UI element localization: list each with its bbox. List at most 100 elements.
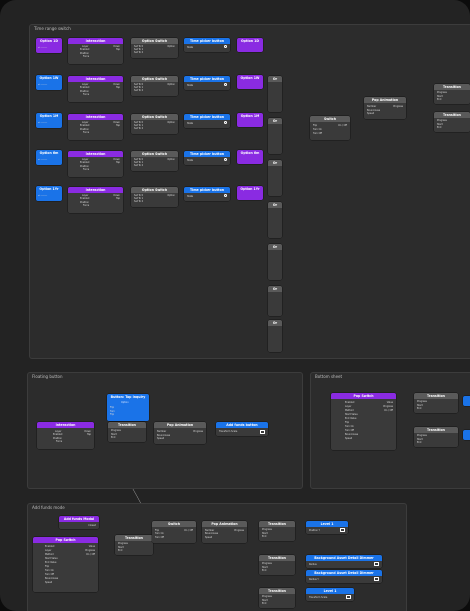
time-picker-button-node-2[interactable]: Time picker button State [184, 76, 230, 90]
input-label: Bounciness [367, 108, 381, 112]
or-node-7[interactable]: Or [268, 320, 282, 352]
or-node-1[interactable]: Or [268, 76, 282, 112]
layer-icon [224, 121, 227, 124]
output-label: Option [167, 158, 175, 161]
transition-node-2[interactable]: Transition Progress Start End [434, 112, 470, 132]
option-1w-node[interactable]: Option 1W ⇌ ───── [36, 75, 62, 90]
selected-1w-node[interactable]: Option 1W [237, 75, 263, 89]
button-tap-inquiry-node[interactable]: Button: Tap Inquiry Option Flip Turn Fli… [107, 394, 149, 421]
add-funds-button-node[interactable]: Add funds button Transform Scale [216, 422, 268, 436]
input-label: Force [56, 440, 63, 443]
background-dimmer-node-2[interactable]: Background Asset Detail Dimmer Radius Y [306, 570, 382, 583]
time-picker-button-node-3[interactable]: Time picker button State [184, 114, 230, 128]
node-title: Transition [115, 535, 153, 541]
or-node-6[interactable]: Or [268, 286, 282, 316]
bottom-sheet-transition-node-1[interactable]: Transition Progress Start End [414, 393, 458, 413]
option-1d-node[interactable]: Option 1D ⇌ ───── [36, 38, 62, 53]
input-label: Number [205, 528, 215, 532]
add-funds-switch-node[interactable]: Switch Flip Turn On Turn Off On / Off [152, 521, 196, 543]
floating-interaction-node[interactable]: Interaction Layer Enabled Position Force… [37, 422, 94, 449]
node-title: Option Switch [131, 151, 178, 157]
selected-1yr-node[interactable]: Option 1Yr [237, 186, 263, 200]
interaction-node-3[interactable]: Interaction Layer Enabled Position Force… [68, 114, 123, 140]
input-label: Set To 0 [134, 121, 144, 124]
add-funds-pop-animation-node[interactable]: Pop Animation Number Bounciness Speed Pr… [202, 521, 247, 543]
node-title: Option 1M [240, 114, 260, 118]
add-funds-transition-node-2[interactable]: Transition Progress Start End [259, 555, 295, 575]
layer-icon [224, 158, 227, 161]
input-label: Turn [110, 409, 115, 413]
input-label: Progress [111, 429, 121, 432]
selected-1d-node[interactable]: Option 1D [237, 38, 263, 52]
output-label: Tap [116, 161, 120, 164]
input-label: Method [45, 553, 54, 556]
selected-6m-node[interactable]: Option 6m [237, 150, 263, 164]
level-1-node[interactable]: Level 1 Position Y [306, 521, 348, 534]
interaction-target: ⇌ ───── [38, 83, 48, 86]
interaction-node-1[interactable]: Interaction Layer Enabled Position Force… [68, 38, 123, 64]
input-label: Set To 1 [134, 86, 144, 89]
output-label: Option [167, 194, 175, 197]
switch-node[interactable]: Switch Flip Turn On Turn Off On / Off [310, 116, 350, 140]
or-node-5[interactable]: Or [268, 244, 282, 280]
option-switch-node-5[interactable]: Option Switch Set To 0 Set To 1 Set To 2… [131, 187, 178, 207]
option-switch-node-1[interactable]: Option Switch Set To 0 Set To 1 Set To 2… [131, 38, 178, 58]
interaction-node-5[interactable]: Interaction Layer Enabled Position Force… [68, 187, 123, 213]
bottom-sheet-layer-node-2[interactable] [463, 430, 470, 440]
pop-animation-node[interactable]: Pop Animation Number Bounciness Speed Pr… [364, 97, 406, 119]
input-label: Position [80, 90, 89, 93]
input-label: Set To 2 [134, 89, 144, 92]
input-label: Set To 2 [134, 51, 144, 54]
node-title: Transition [259, 588, 295, 594]
time-picker-button-node-1[interactable]: Time picker button State [184, 38, 230, 52]
add-funds-pop-switch-node[interactable]: Pop Switch Enabled Layer Method Start Va… [33, 537, 98, 592]
layer-icon [374, 577, 379, 581]
output-label: Down [113, 121, 120, 124]
interaction-target: ⇌ ───── [38, 194, 48, 197]
input-label: State [187, 46, 194, 49]
input-label: Transform Scale [309, 595, 328, 599]
node-title: Background Asset Detail Dimmer [306, 555, 382, 561]
option-6m-node[interactable]: Option 6m ⇌ ───── [36, 150, 62, 165]
input-label: Start [437, 94, 443, 98]
or-node-4[interactable]: Or [268, 202, 282, 238]
option-1yr-node[interactable]: Option 1Yr ⇌ ───── [36, 186, 62, 201]
node-title: Level 1 [306, 588, 354, 594]
interaction-node-2[interactable]: Interaction Layer Enabled Position Force… [68, 76, 123, 102]
selected-1m-node[interactable]: Option 1M [237, 113, 263, 127]
background-dimmer-node-1[interactable]: Background Asset Detail Dimmer Radius [306, 555, 382, 568]
floating-transition-node[interactable]: Transition Progress Start End [108, 422, 146, 442]
option-switch-node-2[interactable]: Option Switch Set To 0 Set To 1 Set To 2… [131, 76, 178, 96]
add-funds-modal-node[interactable]: Add funds Modal Closed [59, 516, 99, 529]
time-picker-button-node-5[interactable]: Time picker button State [184, 187, 230, 201]
node-title: Option 1Yr [39, 187, 59, 191]
transition-node-1[interactable]: Transition Progress Start End [434, 84, 470, 104]
output-label: Closed [88, 523, 96, 527]
add-funds-transition-node-3[interactable]: Transition Progress Start End [259, 588, 295, 608]
output-label: Option [167, 121, 175, 124]
add-funds-transition-node-1[interactable]: Transition Progress Start End [259, 521, 295, 541]
input-label: Force [83, 204, 90, 207]
input-label: Speed [157, 437, 165, 440]
input-label: Progress [262, 595, 272, 598]
input-label: Flip [110, 413, 115, 416]
input-label: Progress [437, 119, 447, 122]
option-switch-node-3[interactable]: Option Switch Set To 0 Set To 1 Set To 2… [131, 114, 178, 134]
option-1m-node[interactable]: Option 1M ⇌ ───── [36, 113, 62, 128]
interaction-node-4[interactable]: Interaction Layer Enabled Position Force… [68, 151, 123, 177]
bottom-sheet-layer-node-1[interactable] [463, 396, 470, 406]
output-label: Progress [193, 430, 203, 433]
bottom-sheet-transition-node-2[interactable]: Transition Progress Start End [414, 427, 458, 447]
interaction-target: ⇌ ───── [38, 158, 48, 161]
interaction-target: ⇌ ───── [38, 46, 48, 49]
floating-pop-animation-node[interactable]: Pop Animation Number Bounciness Speed Pr… [154, 422, 206, 444]
bottom-sheet-pop-switch-node[interactable]: Pop Switch Enabled Layer Method Start Va… [331, 393, 396, 450]
or-node-2[interactable]: Or [268, 118, 282, 154]
input-label: End [417, 407, 422, 410]
or-node-3[interactable]: Or [268, 160, 282, 196]
time-picker-button-node-4[interactable]: Time picker button State [184, 151, 230, 165]
add-funds-transition-node-left[interactable]: Transition Progress Start End [115, 535, 153, 555]
level-1-scale-node[interactable]: Level 1 Transform Scale [306, 588, 354, 601]
option-switch-node-4[interactable]: Option Switch Set To 0 Set To 1 Set To 2… [131, 151, 178, 171]
